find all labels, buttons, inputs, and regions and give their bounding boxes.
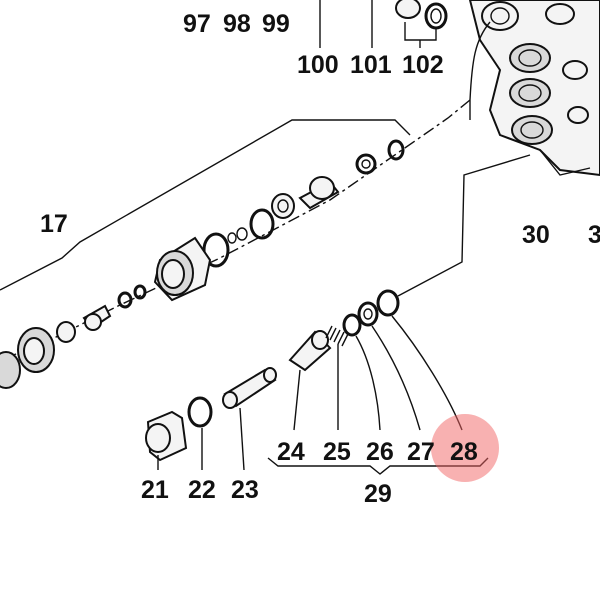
label-30: 30 <box>522 221 550 249</box>
label-22: 22 <box>188 476 216 504</box>
label-98: 98 <box>223 10 251 38</box>
label-29: 29 <box>364 480 392 508</box>
label-28: 28 <box>450 438 478 466</box>
lower-valve-parts <box>145 289 400 462</box>
label-3: 3 <box>588 221 600 249</box>
label-100: 100 <box>297 51 339 79</box>
label-23: 23 <box>231 476 259 504</box>
pump-head-assembly <box>468 0 600 177</box>
parts-102 <box>395 0 448 30</box>
upper-row-parts <box>0 139 405 389</box>
label-24: 24 <box>277 438 305 466</box>
label-102: 102 <box>402 51 444 79</box>
leader-lines-top <box>319 0 491 120</box>
label-25: 25 <box>323 438 351 466</box>
label-27: 27 <box>407 438 435 466</box>
part-number-labels: 97 98 99 100 101 102 17 30 3 21 22 23 24… <box>40 10 600 508</box>
label-26: 26 <box>366 438 394 466</box>
label-21: 21 <box>141 476 169 504</box>
label-101: 101 <box>350 51 392 79</box>
highlight-marker <box>431 414 499 482</box>
label-17: 17 <box>40 210 68 238</box>
label-97: 97 <box>183 10 211 38</box>
bracket-17 <box>0 119 411 291</box>
label-99: 99 <box>262 10 290 38</box>
assembly-axis-17 <box>0 99 471 361</box>
